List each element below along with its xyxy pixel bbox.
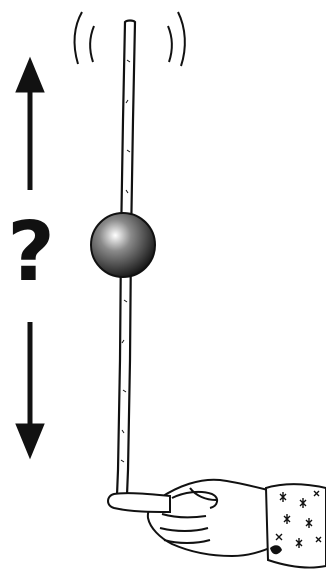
ball — [90, 212, 156, 278]
up-arrow-icon — [15, 56, 45, 190]
hand-icon — [107, 478, 278, 558]
motion-lines-icon — [73, 11, 186, 67]
question-mark: ? — [7, 205, 55, 300]
sleeve-cuff — [264, 483, 326, 569]
stick-texture — [120, 59, 131, 463]
down-arrow-icon — [15, 322, 45, 460]
